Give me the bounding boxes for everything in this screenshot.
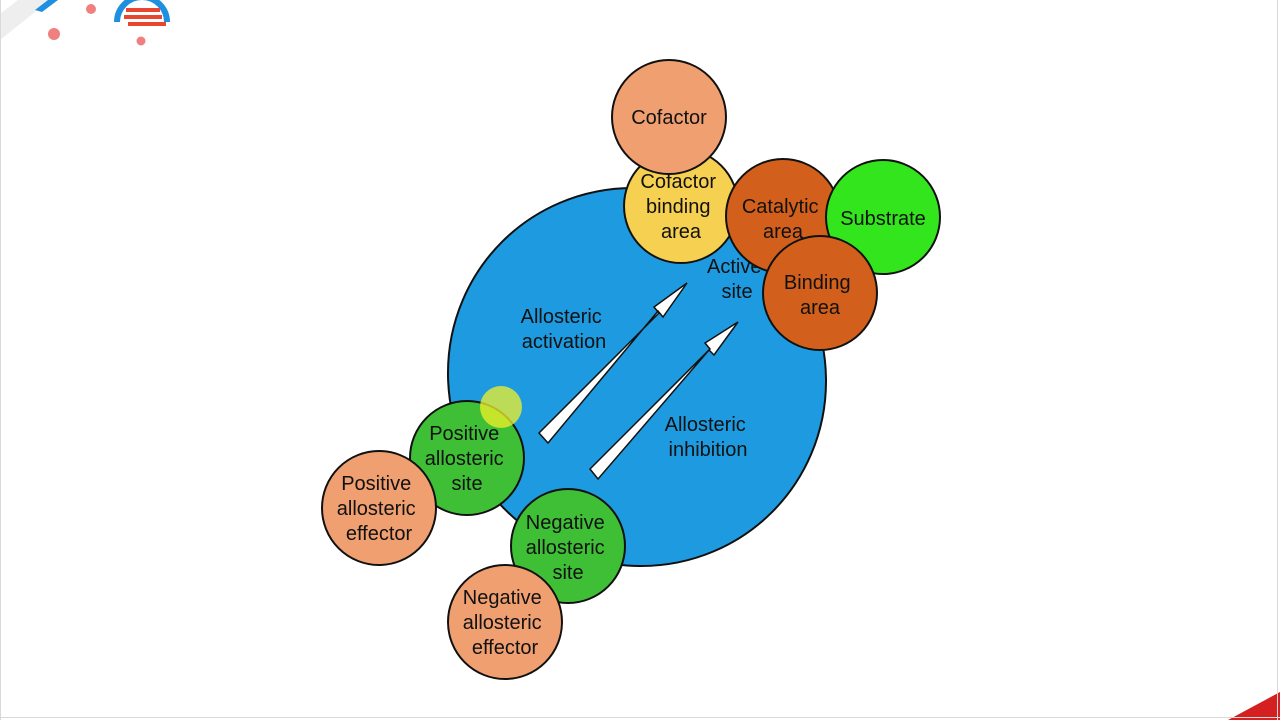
frame-right-edge	[1277, 0, 1278, 720]
binding-area: Binding area	[762, 235, 878, 351]
frame-left-edge	[0, 0, 1, 720]
logo-dot	[86, 4, 96, 14]
positive-allosteric-effector: Positive allosteric effector	[321, 450, 437, 566]
positive-allosteric-site-label: Positive allosteric site	[425, 423, 509, 495]
negative-allosteric-site: Negative allosteric site	[510, 488, 626, 604]
negative-allosteric-effector: Negative allosteric effector	[447, 564, 563, 680]
substrate: Substrate	[825, 159, 941, 275]
substrate-circle	[825, 159, 941, 275]
cofactor-binding-area: Cofactor binding area	[623, 148, 739, 264]
catalytic-area-label: Catalytic area	[742, 196, 824, 243]
positive-allosteric-effector-circle	[321, 450, 437, 566]
logo-dot	[48, 28, 60, 40]
logo-swoosh	[0, 0, 55, 40]
positive-allosteric-site-circle	[409, 400, 525, 516]
cursor-highlight	[480, 386, 522, 428]
negative-allosteric-site-circle	[510, 488, 626, 604]
frame-bottom-edge	[0, 717, 1280, 718]
allosteric-inhibition-label: Allosteric inhibition	[665, 414, 752, 461]
binding-area-circle	[762, 235, 878, 351]
inhibition-arrow	[588, 321, 739, 481]
binding-area-label: Binding area	[784, 272, 856, 319]
positive-allosteric-effector-label: Positive allosteric effector	[337, 473, 421, 545]
inhibition-arrow-shape	[588, 321, 739, 481]
logo-arc-icon	[114, 0, 170, 23]
activation-arrow-shape	[537, 282, 688, 445]
substrate-label: Substrate	[840, 208, 926, 230]
negative-allosteric-effector-label: Negative allosteric effector	[463, 587, 548, 659]
cofactor-circle	[611, 59, 727, 175]
corner-decoration	[1228, 692, 1280, 720]
negative-allosteric-effector-circle	[447, 564, 563, 680]
logo	[0, 0, 170, 46]
cofactor: Cofactor	[611, 59, 727, 175]
cofactor-binding-area-label: Cofactor binding area	[640, 171, 721, 243]
activation-arrow	[537, 282, 688, 445]
allosteric-activation-label: Allosteric activation	[521, 306, 608, 353]
logo-dot	[136, 36, 146, 46]
negative-allosteric-site-label: Negative allosteric site	[526, 512, 611, 584]
cofactor-label: Cofactor	[631, 107, 707, 129]
logo-swoosh-accent	[35, 0, 58, 12]
positive-allosteric-site: Positive allosteric site	[409, 400, 525, 516]
